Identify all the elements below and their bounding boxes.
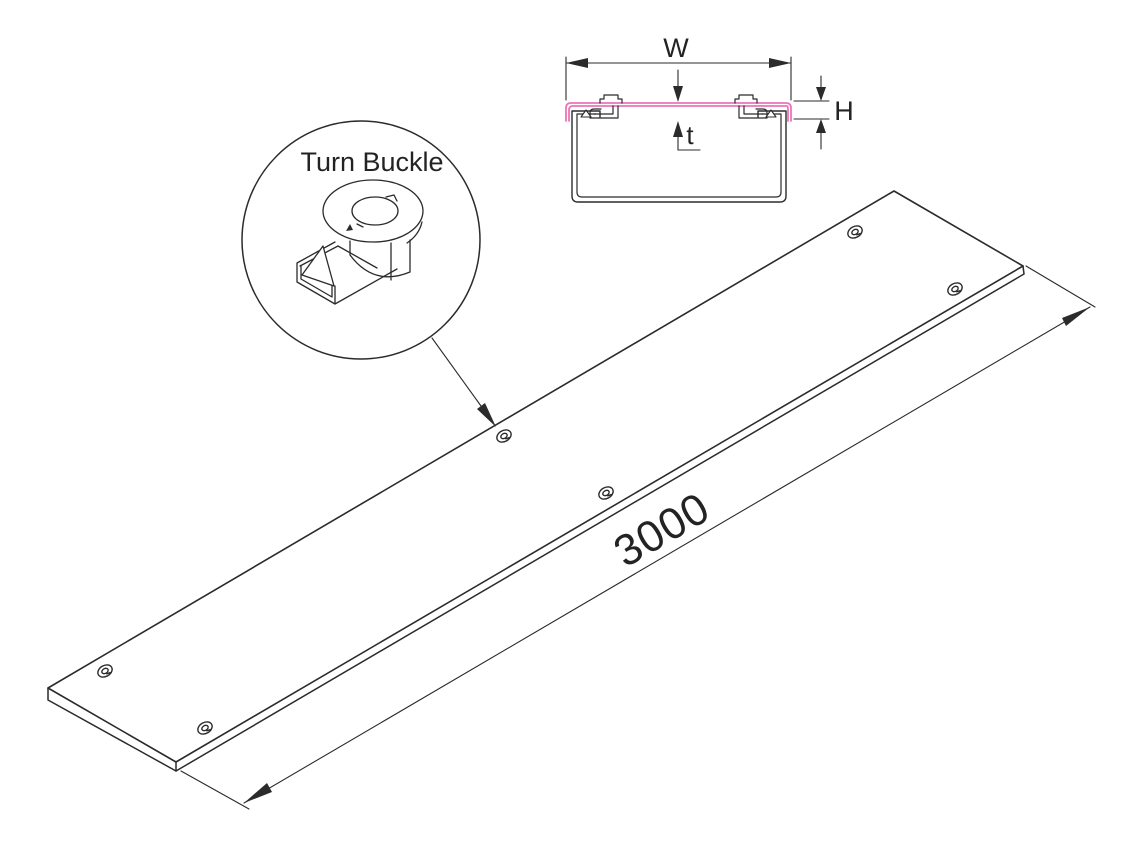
detail-leader-line <box>431 337 482 407</box>
height-label: H <box>834 96 854 126</box>
cover-front-flange <box>175 265 1025 772</box>
tray-outline-outer <box>571 110 787 203</box>
isometric-view: 3000 <box>47 190 1096 810</box>
thickness-lines <box>677 69 701 151</box>
length-extension-lines <box>180 265 1096 810</box>
cover-cross-section-highlight <box>565 102 792 122</box>
height-arrowheads <box>816 87 826 133</box>
thickness-arrowheads <box>673 86 683 137</box>
width-label: W <box>663 33 689 63</box>
cover-top-face <box>47 190 1024 763</box>
buckle-hole <box>351 196 399 226</box>
cross-section-view: W t H <box>565 33 854 203</box>
thickness-dimension: t <box>673 69 701 151</box>
buckle-flag-mark <box>346 224 353 231</box>
detail-title: Turn Buckle <box>300 147 443 177</box>
detail-leader-arrowhead <box>477 403 496 427</box>
clamp-outlines <box>589 94 768 119</box>
width-dimension: W <box>565 33 792 101</box>
cover-end-lip <box>47 687 177 772</box>
detail-callout: Turn Buckle <box>241 120 496 427</box>
turn-buckle-sketch <box>296 179 424 305</box>
buckle-cylinder <box>349 239 411 281</box>
height-dimension: H <box>793 75 854 150</box>
clamp-spring-triangles <box>580 109 777 118</box>
height-tick-lines <box>793 75 830 150</box>
width-extension-lines <box>565 56 792 101</box>
thickness-label: t <box>686 120 694 150</box>
length-dimension-line <box>243 306 1091 804</box>
buckle-disc-thickness <box>406 221 423 244</box>
buckle-disc <box>322 179 424 243</box>
buckle-hole-marks <box>356 194 398 228</box>
buckle-wedge <box>301 245 335 287</box>
